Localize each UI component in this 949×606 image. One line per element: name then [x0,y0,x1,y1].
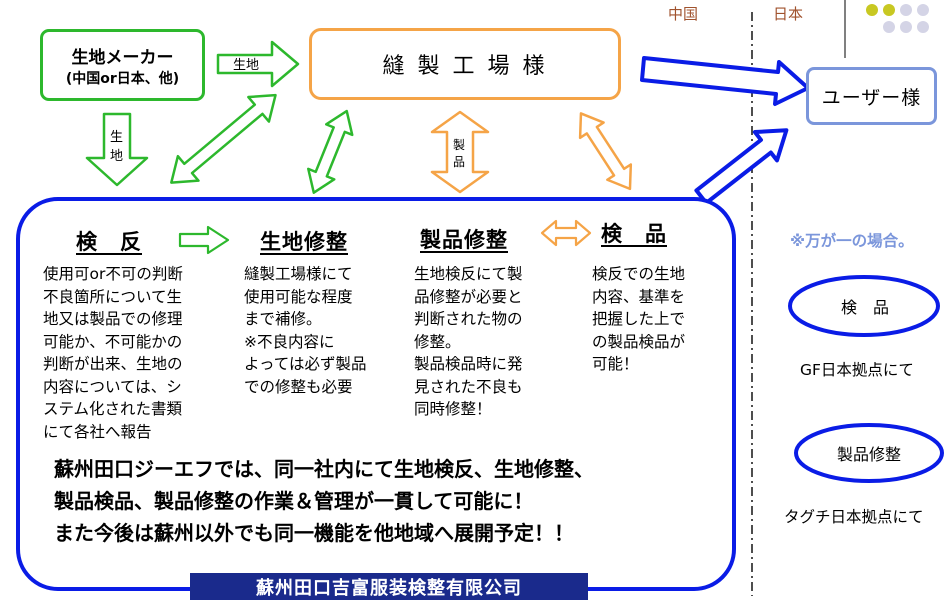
japan-repair-site: タグチ日本拠点にて [784,508,924,526]
inspection-to-fabric-repair-arrow [178,225,230,255]
japan-repair-ellipse [794,423,944,483]
japan-repair-label: 製品修整 [836,445,901,464]
japan-inspection-ellipse [788,275,940,337]
process-summary: 蘇州田口ジーエフでは、同一社内にて生地検反、生地修整、 製品検品、製品修整の作業… [54,457,594,545]
company-name-banner: 蘇州田口吉富服装検整有限公司 [190,573,588,600]
user-label: ユーザー様 [821,86,922,109]
japan-label: 日本 [773,5,804,23]
fabric-arrow-down-label-2: 地 [110,149,124,164]
product-arrow-label-2: 品 [453,155,466,169]
repair-inspection-double-arrow [540,219,592,247]
step-inspection-title: 検 反 [76,230,142,254]
product-arrow-label-1: 製 [453,138,466,152]
japan-inspection-label: 検 品 [840,298,889,317]
step-product-repair-body: 生地検反にて製 品修整が必要と 判断された物の 修整。 製品検品時に発 見された… [414,265,523,418]
fabric-arrow-down [85,112,149,187]
sewing-factory-label: 縫 製 工 場 様 [382,54,548,79]
step-product-repair-title: 製品修整 [420,228,508,252]
double-arrow-orange-diagonal [578,112,633,191]
arrow-process-to-user [694,128,789,206]
arrow-factory-to-user [640,56,810,106]
japan-inspection-site: GF日本拠点にて [800,361,914,379]
step-product-inspection-title: 検 品 [601,222,667,246]
sewing-factory-node: 縫 製 工 場 様 [309,28,621,100]
step-fabric-repair-title: 生地修整 [260,230,348,254]
double-arrow-diagonal-short [307,109,354,194]
step-product-inspection-body: 検反での生地 内容、基準を 把握した上で の製品検品が 可能！ [592,265,686,373]
decor-dot-2 [883,4,895,16]
fabric-maker-origin: (中国or日本、他) [65,70,180,87]
decor-dot-1 [866,4,878,16]
fabric-maker-node: 生地メーカー (中国or日本、他) [40,29,205,101]
fabric-maker-name: 生地メーカー [71,47,174,68]
japan-side-note: ※万が一の場合。 [790,232,914,250]
decor-dot-7 [917,21,929,33]
decor-dot-3 [900,4,912,16]
user-node: ユーザー様 [806,67,937,125]
decor-dot-5 [883,21,895,33]
product-double-arrow [430,110,490,194]
step-inspection-body: 使用可or不可の判断 不良箇所について生 地又は製品での修理 可能か、不可能かの… [43,265,183,441]
step-fabric-repair-body: 縫製工場様にて 使用可能な程度 まで補修。 ※不良内容に よっては必ず製品 での… [244,265,367,396]
fabric-arrow-down-label-1: 生 [110,130,124,145]
china-label: 中国 [668,5,699,23]
fabric-arrow-label: 生地 [233,58,260,73]
double-arrow-diagonal-long [170,93,277,184]
fabric-arrow-horizontal [216,40,300,88]
company-name: 蘇州田口吉富服装検整有限公司 [256,577,522,599]
decor-dot-6 [900,21,912,33]
decor-dot-4 [917,4,929,16]
